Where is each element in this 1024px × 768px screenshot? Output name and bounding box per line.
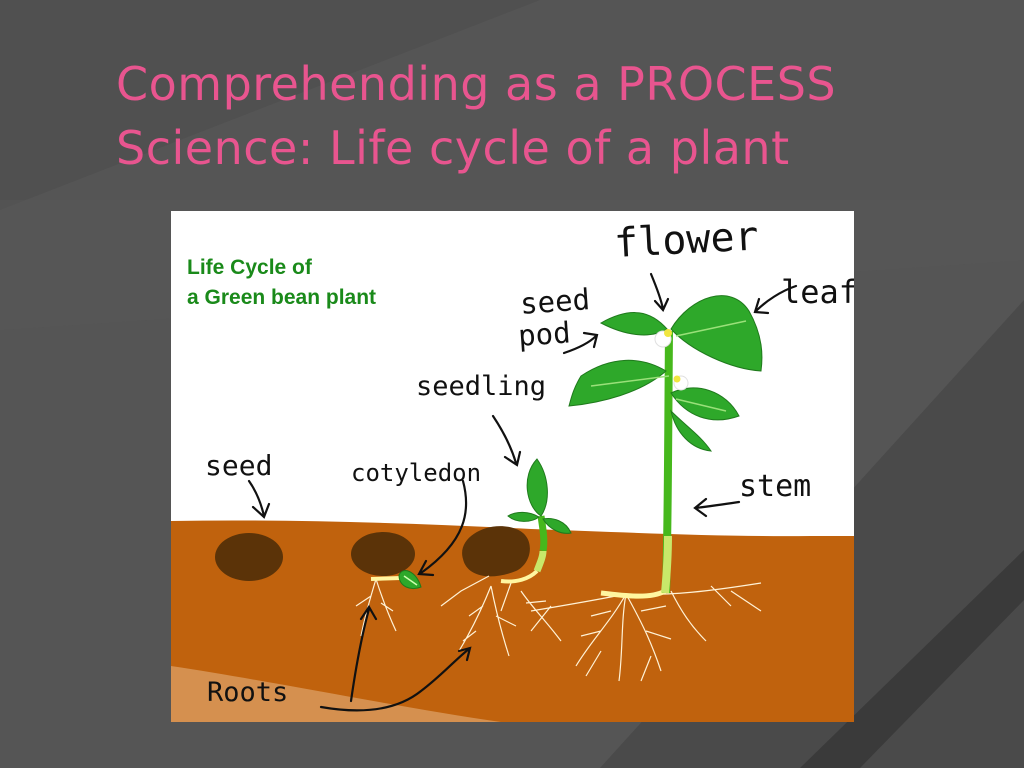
plant-root [600,588,667,599]
diagram-title-line2: a Green bean plant [187,286,377,309]
plant-leaf-top-right [670,295,763,372]
slide-title-line2: Science: Life cycle of a plant [116,121,790,175]
slide-title: Comprehending as a PROCESS Science: Life… [116,52,996,180]
seed-3 [462,526,530,577]
plant-leaf-top-left [599,312,668,336]
pointer-arrows [247,272,798,712]
label-leaf: leaf [781,273,854,311]
plant-life-cycle-diagram: Life Cycle of a Green bean plant flower … [171,211,854,722]
diagram-drawing [171,272,854,722]
diagram-title-line1: Life Cycle of [187,256,312,279]
plant-leaf-mid-right [670,387,740,421]
soil [171,520,854,722]
seedling-leaf-left [507,511,540,522]
seed-2 [351,532,415,576]
label-roots: Roots [207,677,289,708]
label-seedling: seedling [416,371,547,402]
roots [355,575,762,682]
seedling-stem [537,515,548,552]
slide-title-line1: Comprehending as a PROCESS [116,57,837,111]
label-seed: seed [205,449,273,482]
label-stem: stem [739,469,812,504]
label-seed-pod-line2: pod [517,315,572,353]
label-flower: flower [613,213,760,267]
seedling-leaf-right [542,518,572,534]
cotyledon-root [370,576,402,581]
diagram-title: Life Cycle of a Green bean plant [187,253,376,313]
seedling-leaf-top [526,458,548,517]
plant-leaf-low-right [670,409,713,452]
seed-1 [215,533,283,581]
label-cotyledon: cotyledon [351,459,482,487]
seedling-root [500,569,539,584]
label-seed-pod-line1: seed [519,282,592,321]
soil-light-patch [171,666,501,722]
